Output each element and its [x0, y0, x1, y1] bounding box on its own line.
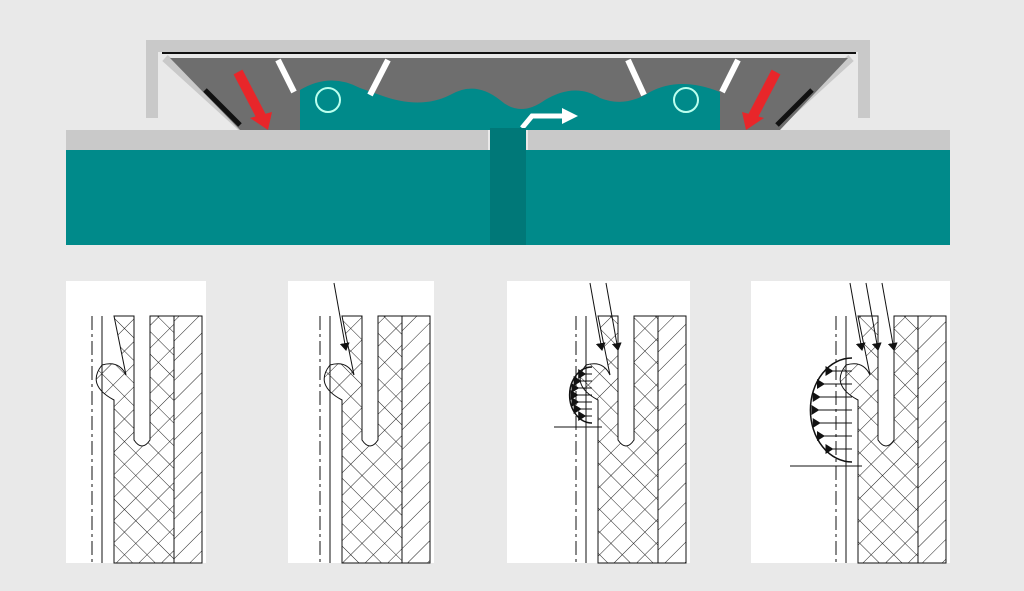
- stage-panel-4: [751, 281, 950, 564]
- seal-assembly: [66, 40, 950, 245]
- left-lip: [203, 88, 242, 127]
- fluid-region: [300, 80, 720, 130]
- force-arrow-icon: [881, 282, 898, 351]
- red-pressure-arrow-icon: [233, 69, 272, 130]
- stage-panel-2: [288, 281, 434, 564]
- force-arrow-icon: [605, 282, 622, 351]
- stage-panel-1: [66, 281, 206, 564]
- fluid-channel: [490, 128, 526, 245]
- white-pressure-arrow-icon: [275, 58, 741, 97]
- force-arrow-icon: [589, 282, 606, 351]
- o-ring-left: [315, 87, 341, 113]
- pressure-profile: [809, 357, 853, 463]
- housing-section: [173, 315, 203, 564]
- o-ring-right: [673, 87, 699, 113]
- seal-section: [579, 315, 659, 564]
- force-arrow-icon: [333, 282, 350, 351]
- seal-section: [839, 315, 919, 564]
- force-arrow-icon: [849, 282, 866, 351]
- seal-section: [323, 315, 403, 564]
- base-plate-right: [528, 130, 950, 150]
- housing-section: [401, 315, 431, 564]
- right-lip: [775, 88, 814, 127]
- base-plate-left: [66, 130, 488, 150]
- force-arrow-icon: [865, 282, 882, 351]
- flow-arrow-icon: [520, 108, 578, 130]
- red-pressure-arrow-icon: [742, 69, 781, 130]
- housing-section: [917, 315, 947, 564]
- seal-section: [95, 315, 175, 564]
- housing-frame: [146, 40, 870, 118]
- stage-panel-3: [507, 281, 690, 564]
- housing-section: [657, 315, 687, 564]
